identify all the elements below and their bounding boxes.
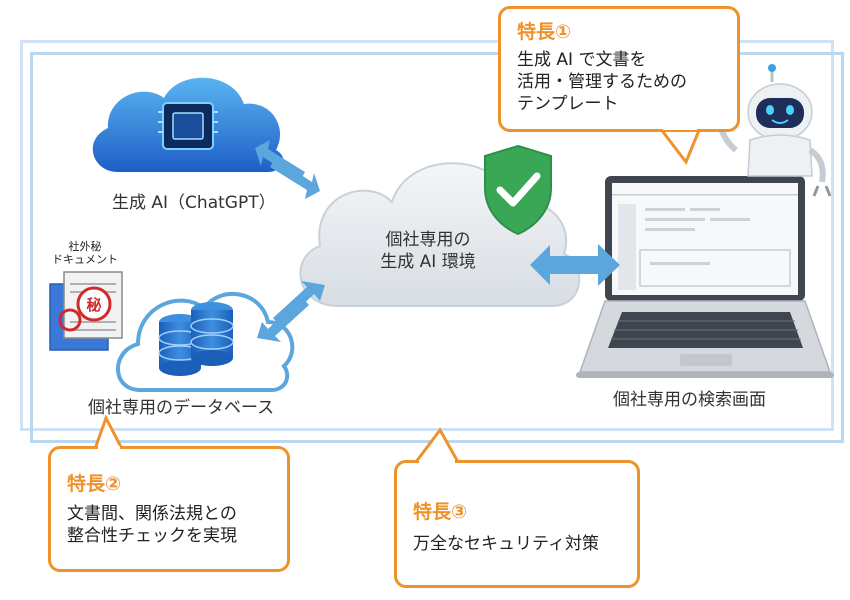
- feature-3-line-1: 万全なセキュリティ対策: [413, 534, 599, 554]
- database-cloud-icon: [116, 292, 295, 392]
- arrow-ai-center: [255, 140, 320, 199]
- feature-2-line-1: 文書間、関係法規との: [67, 504, 237, 524]
- database-label: 個社専用のデータベース: [88, 398, 275, 418]
- confidential-docs-label: 社外秘 ドキュメント: [44, 240, 126, 266]
- arrow-center-laptop: [530, 244, 620, 286]
- secret-stamp-label: 秘: [86, 296, 102, 314]
- search-screen-label: 個社専用の検索画面: [613, 390, 766, 410]
- shield-check-icon: [484, 144, 552, 236]
- feature-1-title: 特長①: [517, 21, 572, 43]
- ai-cloud-label: 生成 AI（ChatGPT）: [112, 193, 276, 213]
- laptop-icon: [576, 176, 834, 378]
- feature-1-callout: 特長① 生成 AI で文書を 活用・管理するための テンプレート: [498, 6, 740, 132]
- feature-2-title: 特長②: [67, 473, 122, 495]
- feature-1-body: 生成 AI で文書を 活用・管理するための テンプレート: [517, 49, 687, 115]
- confidential-docs-line-2: ドキュメント: [52, 253, 118, 266]
- feature-3-callout: 特長③ 万全なセキュリティ対策: [394, 460, 640, 588]
- feature-1-line-2: 活用・管理するための: [517, 72, 687, 92]
- feature-1-line-1: 生成 AI で文書を: [517, 50, 647, 70]
- feature-3-tail-join: [419, 460, 455, 466]
- feature-3-title: 特長③: [413, 501, 468, 523]
- feature-1-tail-join: [663, 124, 697, 130]
- feature-2-body: 文書間、関係法規との 整合性チェックを実現: [67, 503, 237, 547]
- feature-1-line-3: テンプレート: [517, 94, 619, 114]
- outer-frame-back: [20, 40, 834, 431]
- confidential-documents-icon: [49, 271, 123, 351]
- feature-2-line-2: 整合性チェックを実現: [67, 526, 237, 546]
- center-cloud-line-2: 生成 AI 環境: [380, 252, 476, 272]
- feature-3-body: 万全なセキュリティ対策: [413, 533, 599, 555]
- robot-icon: [708, 64, 832, 197]
- feature-2-callout: 特長② 文書間、関係法規との 整合性チェックを実現: [48, 446, 290, 572]
- confidential-docs-line-1: 社外秘: [68, 240, 102, 253]
- arrow-db-center: [257, 281, 325, 342]
- feature-2-tail-join: [98, 446, 120, 452]
- center-cloud-label: 個社専用の 生成 AI 環境: [360, 229, 496, 273]
- ai-cloud-icon: [92, 77, 284, 172]
- center-cloud-line-1: 個社専用の: [385, 230, 471, 250]
